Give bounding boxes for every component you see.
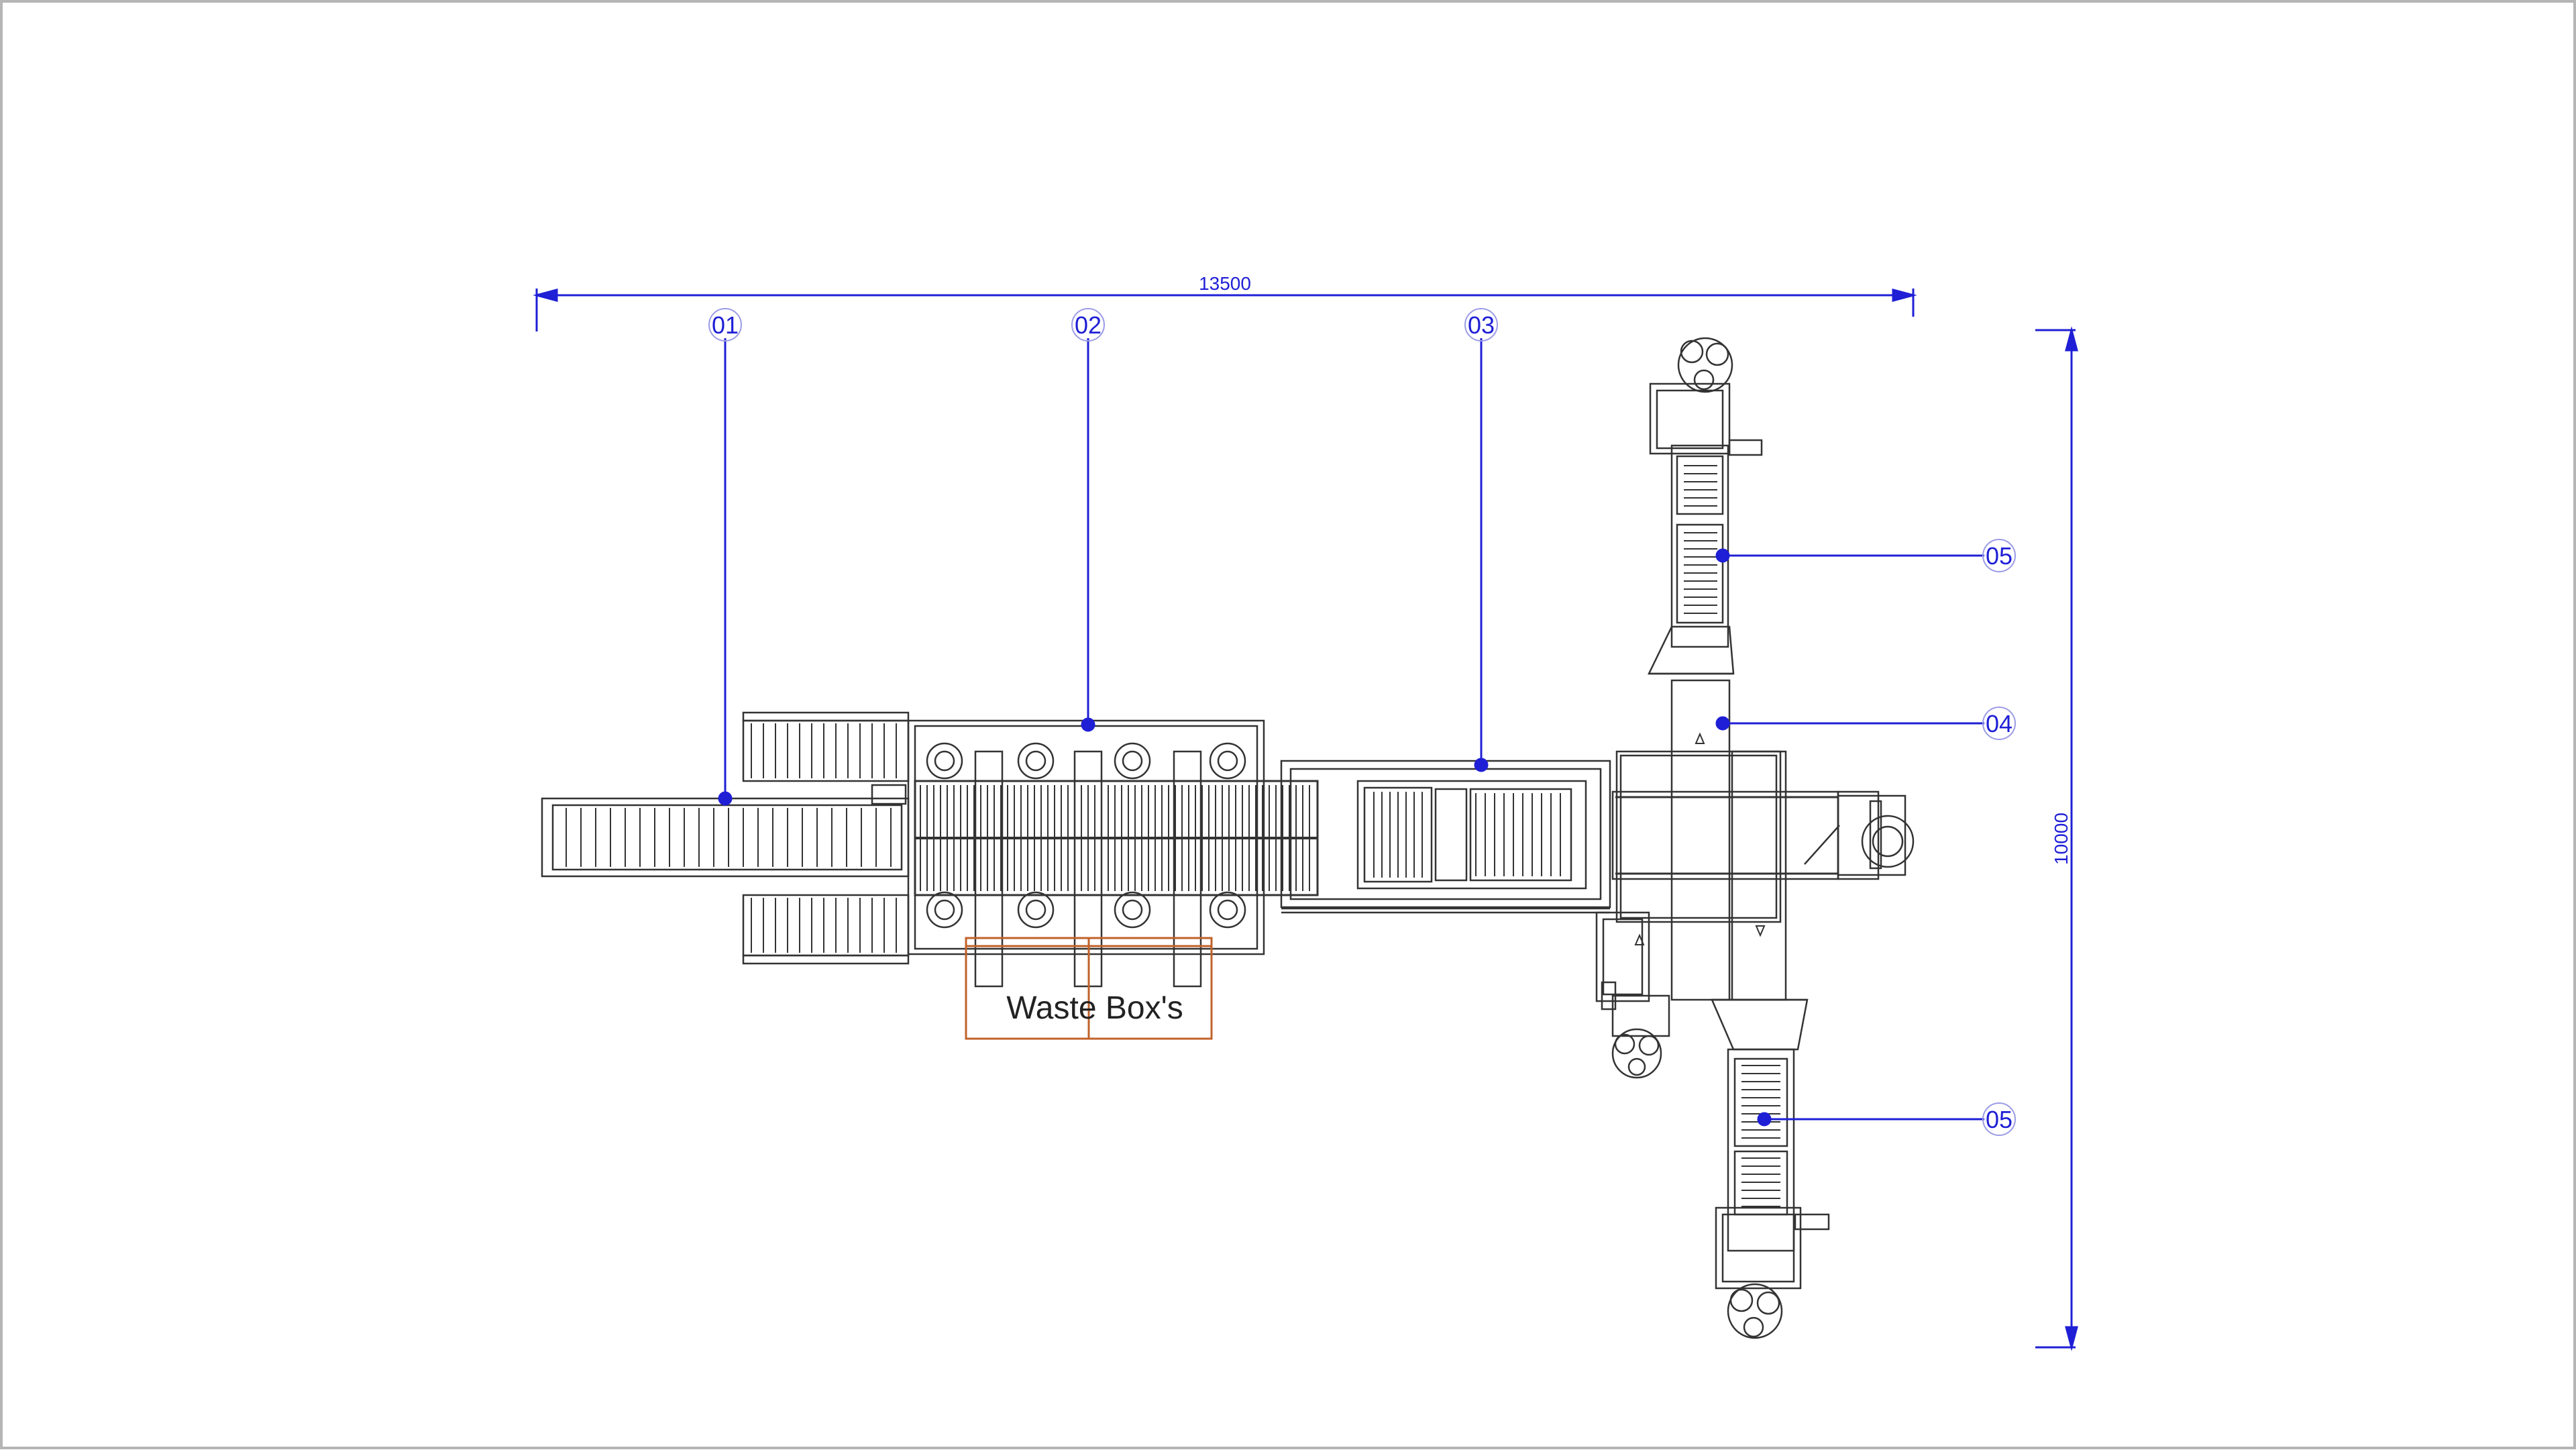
height-dimension-label: 10000: [2051, 813, 2072, 865]
transfer-unit: [1280, 760, 1611, 914]
turning-station: [1611, 679, 1915, 1001]
callout-05-upper: 05: [1982, 539, 2016, 572]
callout-03-label: 03: [1468, 311, 1495, 339]
stacker-lower: [1711, 998, 1830, 1339]
callout-04-label: 04: [1986, 710, 2012, 737]
machine-layout: [541, 337, 1915, 1339]
waste-boxes-label: Waste Box's: [1006, 990, 1183, 1026]
layout-drawing: 13500 10000: [533, 273, 2078, 1351]
callout-05-lower-label: 05: [1986, 1106, 2012, 1133]
callout-05-lower: 05: [1982, 1102, 2016, 1136]
side-tables-top: [742, 711, 910, 782]
callout-01-label: 01: [712, 311, 739, 339]
discharge-lower-left: [1595, 911, 1670, 1079]
stacker-upper: [1648, 337, 1763, 675]
height-dimension: [2035, 326, 2078, 1351]
callout-04: 04: [1982, 707, 2016, 740]
callout-02: 02: [1071, 308, 1105, 342]
callout-01: 01: [708, 308, 742, 342]
waste-boxes: [965, 937, 1213, 1040]
callout-leaders: [718, 338, 1984, 1127]
side-tables-bottom: [742, 894, 910, 965]
stripping-unit: [871, 719, 1319, 988]
infeed-conveyor: [541, 797, 910, 878]
width-dimension: [533, 289, 1917, 331]
width-dimension-label: 13500: [1199, 273, 1251, 294]
callout-02-label: 02: [1075, 311, 1102, 339]
callout-03: 03: [1464, 308, 1498, 342]
callout-05-upper-label: 05: [1986, 542, 2012, 570]
